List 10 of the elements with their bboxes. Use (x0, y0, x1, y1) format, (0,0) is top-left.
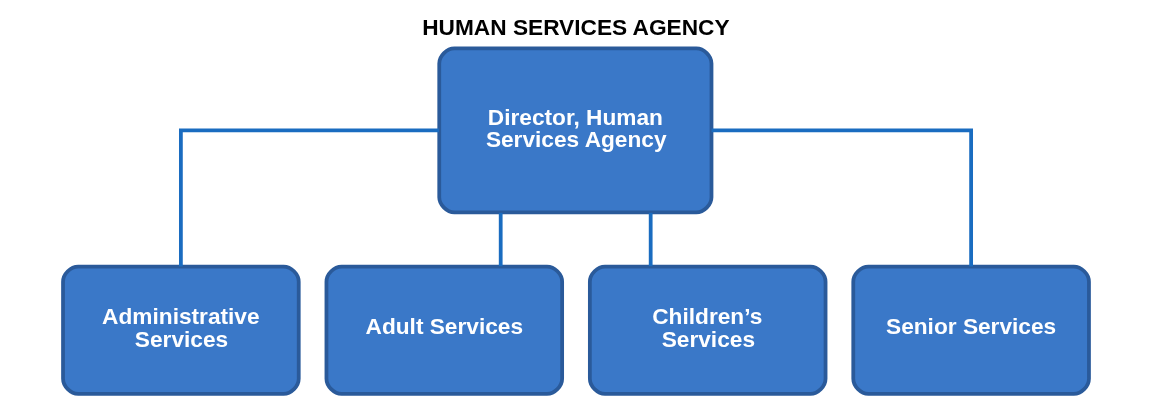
connector (711, 128, 973, 267)
node-box: Senior Services (850, 264, 1091, 396)
connector (648, 212, 653, 267)
diagram-title: HUMAN SERVICES AGENCY (421, 14, 730, 41)
node-box: Children’s Services (587, 264, 827, 396)
node-box: Director, Human Services Agency (436, 46, 713, 215)
connector (498, 212, 503, 267)
node-box: Adult Services (324, 264, 564, 396)
connector (178, 128, 439, 267)
node-box: Administrative Services (60, 264, 301, 396)
